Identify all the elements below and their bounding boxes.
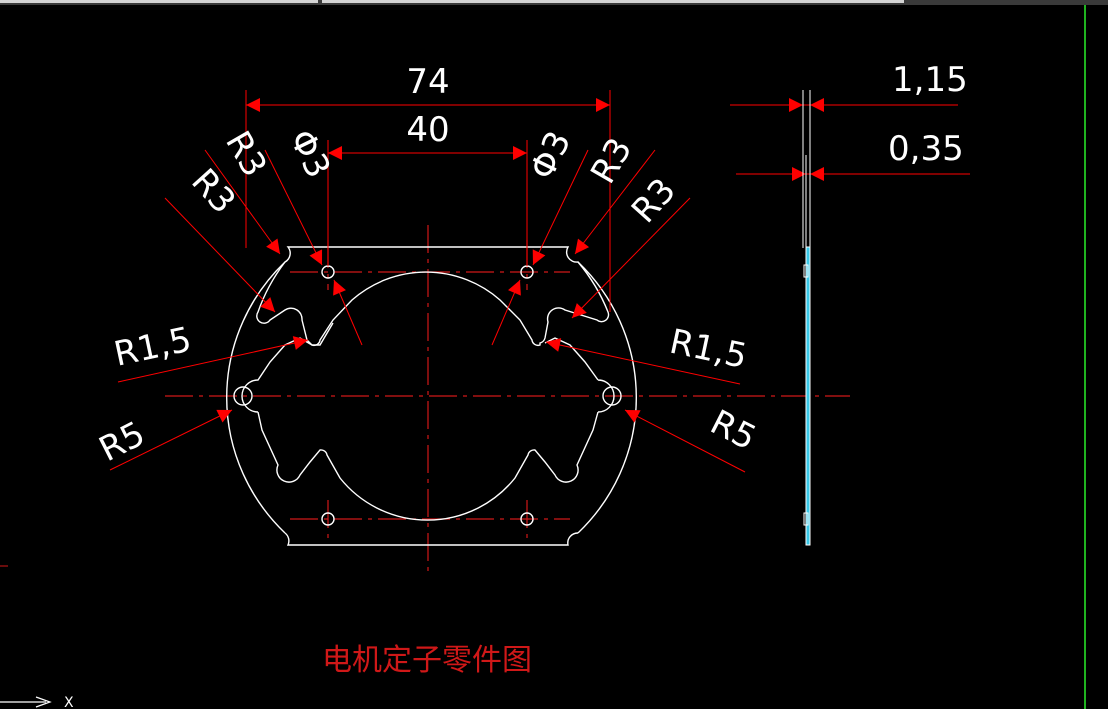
ucs-x-label: X	[64, 695, 74, 709]
viewport-border	[1084, 5, 1086, 709]
dimension-texts: 74 40 1,15 0,35 R3 R3 Φ3 Φ3 R3 R3 R1,5 R…	[93, 60, 968, 470]
dimension-inner-thickness-text: 0,35	[888, 129, 964, 169]
leader-r15-right	[545, 338, 741, 385]
ucs-x-arrow	[35, 696, 52, 708]
r5-left-text: R5	[93, 414, 151, 470]
title-bar	[0, 0, 1108, 5]
r15-right-text: R1,5	[666, 322, 750, 377]
r15-left-text: R1,5	[111, 320, 195, 375]
right-mount-hole	[602, 386, 622, 406]
r3-upper-right-text: R3	[583, 131, 640, 190]
bottom-edge	[284, 532, 579, 546]
left-mount-hole	[233, 386, 253, 406]
leader-r3-lower-right	[571, 197, 691, 319]
outer-rim-right	[577, 261, 637, 534]
side-view-body	[805, 246, 811, 546]
cad-drawing-canvas[interactable]: 74 40 1,15 0,35 R3 R3 Φ3 Φ3 R3 R3 R1,5 R…	[0, 5, 1108, 709]
dimension-lines	[109, 90, 970, 473]
leader-r5-left	[109, 409, 233, 471]
drawing-caption: 电机定子零件图	[322, 643, 532, 678]
stator-part-outline	[226, 246, 637, 546]
dimension-40-text: 40	[406, 110, 449, 150]
leader-phi3-right-tail	[491, 279, 521, 346]
lower-right-hole	[520, 512, 534, 526]
title-bar-segment-2	[322, 0, 904, 3]
outer-rim-left	[226, 261, 286, 534]
lower-left-hole	[321, 512, 335, 526]
center-lines	[165, 225, 850, 572]
leader-phi3-left-tail	[333, 279, 363, 346]
side-view-hole	[803, 512, 809, 526]
leader-r3-upper-left	[204, 149, 281, 255]
leader-r5-right	[624, 409, 746, 473]
leader-phi3-left	[264, 149, 323, 266]
r5-right-text: R5	[704, 402, 762, 458]
leader-r15-left	[117, 336, 309, 383]
title-bar-segment-1	[0, 0, 318, 3]
leader-phi3-right	[532, 149, 589, 266]
outer-contour	[256, 246, 610, 347]
ucs-axis-icon: X	[0, 695, 74, 709]
side-view-hole	[803, 264, 809, 278]
leader-r3-lower-left	[164, 197, 276, 313]
r3-lower-right-text: R3	[624, 171, 684, 231]
side-view	[802, 90, 811, 546]
phi3-left-text: Φ3	[281, 123, 338, 184]
dimension-74-text: 74	[406, 62, 449, 102]
dimension-thickness-text: 1,15	[892, 60, 968, 100]
phi3-right-text: Φ3	[522, 125, 579, 186]
leader-r3-upper-right	[574, 149, 656, 255]
